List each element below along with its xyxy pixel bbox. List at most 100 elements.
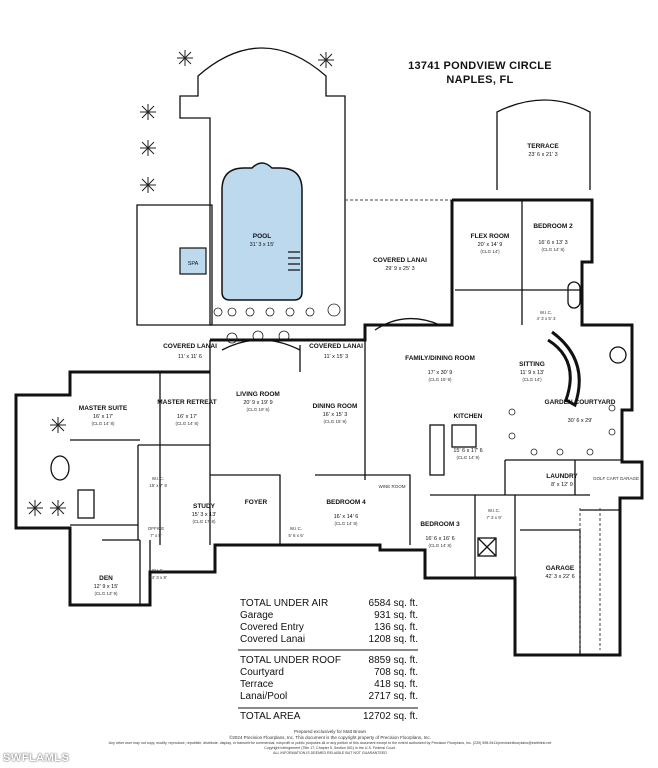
svg-text:(CLG 14'): (CLG 14') <box>480 249 500 254</box>
area-row: Garage 931 sq. ft. <box>240 610 418 621</box>
footer-copyright: ©2024 Precision Floorplans, Inc. This do… <box>229 735 431 740</box>
room-label-living-room: LIVING ROOM 20' 9 x 19' 9 (CLG 19' 6) <box>236 391 280 412</box>
room-label-covered-lanai-rear: COVERED LANAI 29' 9 x 25' 3 <box>373 257 427 272</box>
svg-text:(CLG 15' 9): (CLG 15' 9) <box>428 377 452 382</box>
room-label-spa: SPA <box>188 261 199 267</box>
area-row: Terrace 418 sq. ft. <box>240 679 418 690</box>
interior-walls <box>70 200 622 655</box>
svg-text:11' x 15' 3: 11' x 15' 3 <box>324 354 348 360</box>
svg-text:FAMILY/DINING ROOM: FAMILY/DINING ROOM <box>405 355 475 362</box>
svg-text:BEDROOM 3: BEDROOM 3 <box>420 521 460 528</box>
svg-text:FLEX ROOM: FLEX ROOM <box>471 233 510 240</box>
svg-text:(CLG 13' 9): (CLG 13' 9) <box>94 591 118 596</box>
room-label-bedroom4: BEDROOM 4 16' x 14' 6 (CLG 14' 8) <box>326 499 366 526</box>
svg-text:4' 3 x 5' 3: 4' 3 x 5' 3 <box>537 316 556 321</box>
room-label-master-retreat: MASTER RETREAT 16' x 17' (CLG 14' 8) <box>157 399 216 426</box>
room-label-master-suite: MASTER SUITE 16' x 17' (CLG 14' 8) <box>79 405 128 426</box>
address-line2: NAPLES, FL <box>446 74 514 86</box>
svg-text:15' 6 x 17' 6: 15' 6 x 17' 6 <box>453 448 482 454</box>
svg-text:GARAGE: GARAGE <box>546 565 575 572</box>
watermark: SWFLAMLS <box>3 752 70 764</box>
svg-text:POOL: POOL <box>253 233 271 240</box>
svg-text:(CLG 14' 8): (CLG 14' 8) <box>175 421 199 426</box>
room-label-bedroom3: BEDROOM 3 16' 6 x 16' 6 (CLG 14' 8) <box>420 521 460 548</box>
svg-text:DINING ROOM: DINING ROOM <box>313 403 358 410</box>
svg-text:11' x 11' 6: 11' x 11' 6 <box>178 354 202 360</box>
room-label-office: OFFICE 7' x 8' <box>148 526 165 538</box>
svg-text:42' 3 x 22' 6: 42' 3 x 22' 6 <box>545 574 574 580</box>
room-label-bedroom2: BEDROOM 2 16' 6 x 13' 3 (CLG 14' 8) <box>533 223 573 252</box>
svg-text:17' x 30' 9: 17' x 30' 9 <box>428 370 453 376</box>
room-label-garage: GARAGE 42' 3 x 22' 6 <box>545 565 575 580</box>
svg-text:(CLG 14' 8): (CLG 14' 8) <box>334 521 358 526</box>
svg-text:29' 9 x 25' 3: 29' 9 x 25' 3 <box>385 266 414 272</box>
room-label-covered-lanai-left: COVERED LANAI 11' x 11' 6 <box>163 343 217 360</box>
room-label-pool: POOL 31' 3 x 15' <box>250 233 275 248</box>
svg-text:16' x 15' 3: 16' x 15' 3 <box>323 412 348 418</box>
svg-text:14' 3 x 8': 14' 3 x 8' <box>149 575 167 580</box>
svg-text:11' 9 x 13': 11' 9 x 13' <box>520 370 544 376</box>
svg-text:12' 9 x 15': 12' 9 x 15' <box>94 584 119 590</box>
svg-text:BEDROOM 2: BEDROOM 2 <box>533 223 573 230</box>
living-arc <box>221 339 301 351</box>
room-label-laundry: LAUNDRY 8' x 12' 9 <box>546 473 578 488</box>
sitting-arc-wall <box>547 330 581 408</box>
pool-deck <box>136 47 452 326</box>
svg-text:(CLG 14' 8): (CLG 14' 8) <box>541 247 565 252</box>
svg-text:30' 6 x 29': 30' 6 x 29' <box>568 418 593 424</box>
room-label-flex-room: FLEX ROOM 20' x 14' 9 (CLG 14') <box>471 233 510 254</box>
svg-text:SITTING: SITTING <box>519 361 545 368</box>
svg-text:(CLG 14'): (CLG 14') <box>522 377 542 382</box>
room-label-kitchen: KITCHEN 15' 6 x 17' 6 (CLG 14' 9) <box>453 413 482 460</box>
svg-text:(CLG 14' 8): (CLG 14' 8) <box>428 543 452 548</box>
area-row: Covered Entry 136 sq. ft. <box>240 622 418 633</box>
svg-text:20' 9 x 19' 9: 20' 9 x 19' 9 <box>243 400 272 406</box>
room-label-wic-bed4: W.I.C. 5' 6 x 6' <box>288 526 303 538</box>
room-label-garden-courtyard: GARDEN COURTYARD 30' 6 x 29' <box>545 399 616 424</box>
terrace-outline <box>496 99 591 190</box>
svg-text:W.I.C.: W.I.C. <box>152 568 164 573</box>
footer-disclaimer: ALL INFORMATION IS DEEMED RELIABLE BUT N… <box>273 751 387 755</box>
svg-text:(CLG 14' 8): (CLG 14' 8) <box>91 421 115 426</box>
room-label-wic-master: W.I.C. 15' x 7' 9 <box>149 476 167 488</box>
svg-text:16' x 17': 16' x 17' <box>93 414 113 420</box>
pool-shape <box>179 162 303 301</box>
svg-text:W.I.C.: W.I.C. <box>152 476 164 481</box>
footer-prepared: Prepared exclusively for Matt Brown <box>293 729 367 734</box>
area-row: Lanai/Pool 2717 sq. ft. <box>240 691 418 702</box>
svg-text:23' 6 x 21' 3: 23' 6 x 21' 3 <box>528 152 557 158</box>
area-row: Covered Lanai 1208 sq. ft. <box>240 634 418 645</box>
round-window <box>609 346 627 364</box>
room-label-study: STUDY 15' 3 x 13' (CLG 17' 8) <box>192 503 217 524</box>
svg-text:16' 6 x 16' 6: 16' 6 x 16' 6 <box>425 536 454 542</box>
address-line1: 13741 PONDVIEW CIRCLE <box>408 60 552 72</box>
svg-text:STUDY: STUDY <box>193 503 216 510</box>
svg-text:TERRACE: TERRACE <box>527 143 559 150</box>
svg-text:(CLG 15' 8): (CLG 15' 8) <box>323 419 347 424</box>
svg-text:BEDROOM 4: BEDROOM 4 <box>326 499 366 506</box>
room-label-sitting: SITTING 11' 9 x 13' (CLG 14') <box>519 361 545 382</box>
svg-text:5' 6 x 6': 5' 6 x 6' <box>288 533 303 538</box>
svg-text:(CLG 14' 9): (CLG 14' 9) <box>456 455 480 460</box>
room-label-foyer: FOYER <box>245 499 268 506</box>
svg-text:LAUNDRY: LAUNDRY <box>546 473 578 480</box>
svg-text:16' x 14' 6: 16' x 14' 6 <box>334 514 359 520</box>
svg-text:16' 6 x 13' 3: 16' 6 x 13' 3 <box>538 240 567 246</box>
svg-text:15' 3 x 13': 15' 3 x 13' <box>192 512 217 518</box>
room-label-wic-bed3: W.I.C. 7' 3 x 9' <box>486 508 501 520</box>
svg-text:DEN: DEN <box>99 575 113 582</box>
svg-text:8' x 12' 9: 8' x 12' 9 <box>551 482 573 488</box>
room-label-family-dining: FAMILY/DINING ROOM 17' x 30' 9 (CLG 15' … <box>405 355 475 382</box>
room-label-den: DEN 12' 9 x 15' (CLG 13' 9) <box>94 575 119 596</box>
svg-text:MASTER RETREAT: MASTER RETREAT <box>157 399 216 406</box>
garage-doors <box>579 508 601 650</box>
svg-text:20' x 14' 9: 20' x 14' 9 <box>478 242 503 248</box>
area-table-rules <box>238 649 418 709</box>
svg-text:W.I.C.: W.I.C. <box>540 310 552 315</box>
area-row: TOTAL UNDER ROOF 8859 sq. ft. <box>240 655 418 666</box>
svg-text:KITCHEN: KITCHEN <box>454 413 483 420</box>
svg-text:GARDEN COURTYARD: GARDEN COURTYARD <box>545 399 616 406</box>
svg-text:7' 3 x 9': 7' 3 x 9' <box>486 515 501 520</box>
room-label-covered-lanai-mid: COVERED LANAI 11' x 15' 3 <box>309 343 363 360</box>
